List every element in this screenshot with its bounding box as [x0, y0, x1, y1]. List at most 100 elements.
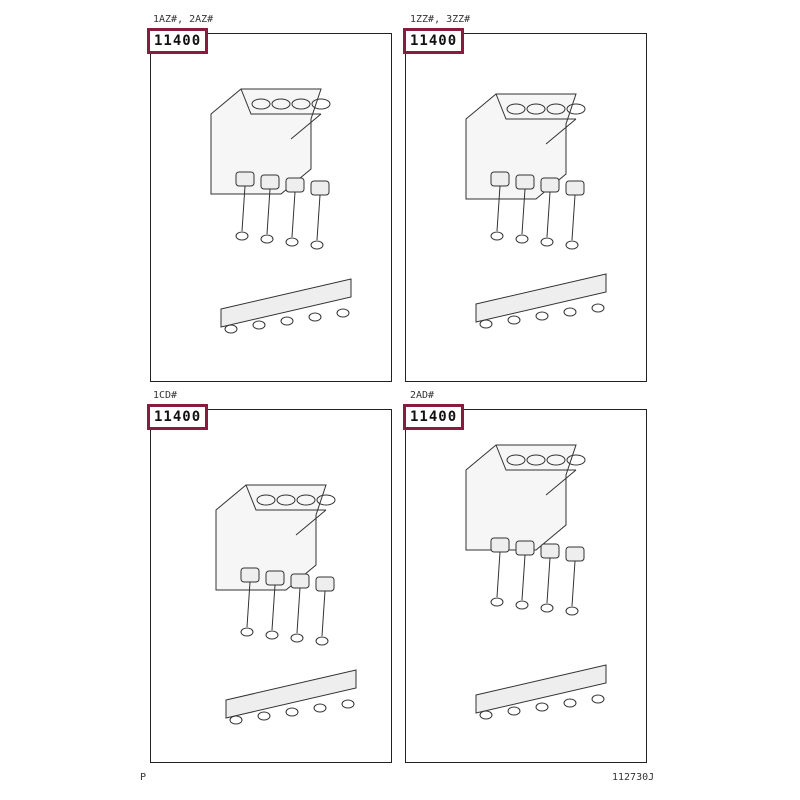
connecting-rod — [271, 584, 276, 631]
page-marker: P — [140, 772, 147, 783]
main-bearing — [280, 316, 294, 326]
rod-bearing — [515, 234, 529, 244]
piston — [515, 540, 535, 556]
piston — [490, 171, 510, 187]
piston — [285, 177, 305, 193]
connecting-rod — [266, 188, 271, 235]
rod-bearing — [285, 237, 299, 247]
main-bearing — [507, 706, 521, 716]
cylinder-bore — [271, 98, 291, 110]
crankshaft — [475, 273, 607, 323]
piston — [310, 180, 330, 196]
main-bearing — [257, 711, 271, 721]
main-bearing — [535, 311, 549, 321]
connecting-rod — [496, 551, 501, 598]
panel-1az-2az — [150, 33, 392, 382]
rod-bearing — [540, 603, 554, 613]
connecting-rod — [321, 590, 326, 637]
rod-bearing — [290, 633, 304, 643]
part-code-box[interactable]: 11400 — [403, 404, 465, 430]
engine-block-exploded-drawing — [465, 93, 607, 329]
panel-2ad — [405, 409, 647, 763]
rod-bearing — [490, 597, 504, 607]
engine-label: 2AD# — [410, 390, 435, 401]
cylinder-bore — [256, 494, 276, 506]
main-bearing — [341, 699, 355, 709]
piston — [240, 567, 260, 583]
piston — [540, 543, 560, 559]
main-bearing — [224, 324, 238, 334]
piston — [235, 171, 255, 187]
rod-bearing — [565, 240, 579, 250]
cylinder-block — [465, 444, 577, 551]
connecting-rod — [546, 191, 551, 238]
main-bearing — [229, 715, 243, 725]
main-bearing — [479, 710, 493, 720]
connecting-rod — [571, 194, 576, 241]
piston — [260, 174, 280, 190]
main-bearing — [336, 308, 350, 318]
engine-label: 1AZ#, 2AZ# — [153, 14, 214, 25]
crankshaft — [475, 664, 607, 714]
piston — [565, 180, 585, 196]
rod-bearing — [565, 606, 579, 616]
rod-bearing — [515, 600, 529, 610]
cylinder-bore — [506, 454, 526, 466]
rod-bearing — [260, 234, 274, 244]
connecting-rod — [496, 185, 501, 232]
connecting-rod — [241, 185, 246, 232]
cylinder-bore — [296, 494, 316, 506]
cylinder-bore — [566, 454, 586, 466]
cylinder-bore — [526, 454, 546, 466]
engine-block-exploded-drawing — [465, 444, 607, 720]
engine-block-exploded-drawing — [210, 88, 352, 334]
connecting-rod — [246, 581, 251, 628]
cylinder-block — [215, 484, 327, 591]
cylinder-bore — [316, 494, 336, 506]
main-bearing — [591, 303, 605, 313]
rod-bearing — [315, 636, 329, 646]
main-bearing — [563, 307, 577, 317]
main-bearing — [252, 320, 266, 330]
main-bearing — [479, 319, 493, 329]
connecting-rod — [316, 194, 321, 241]
connecting-rod — [521, 554, 526, 601]
panel-1cd — [150, 409, 392, 763]
connecting-rod — [571, 560, 576, 607]
main-bearing — [591, 694, 605, 704]
rod-bearing — [265, 630, 279, 640]
rod-bearing — [235, 231, 249, 241]
piston — [515, 174, 535, 190]
rod-bearing — [540, 237, 554, 247]
cylinder-bore — [526, 103, 546, 115]
piston — [490, 537, 510, 553]
main-bearing — [285, 707, 299, 717]
cylinder-bore — [506, 103, 526, 115]
crankshaft — [225, 669, 357, 719]
panel-1zz-3zz — [405, 33, 647, 382]
cylinder-bore — [251, 98, 271, 110]
main-bearing — [507, 315, 521, 325]
cylinder-bore — [291, 98, 311, 110]
part-code-box[interactable]: 11400 — [403, 28, 465, 54]
piston — [265, 570, 285, 586]
piston — [540, 177, 560, 193]
cylinder-bore — [311, 98, 331, 110]
cylinder-bore — [566, 103, 586, 115]
connecting-rod — [546, 557, 551, 604]
part-code-box[interactable]: 11400 — [147, 404, 209, 430]
engine-label: 1CD# — [153, 390, 178, 401]
part-code-box[interactable]: 11400 — [147, 28, 209, 54]
main-bearing — [563, 698, 577, 708]
rod-bearing — [490, 231, 504, 241]
main-bearing — [535, 702, 549, 712]
connecting-rod — [521, 188, 526, 235]
rod-bearing — [310, 240, 324, 250]
engine-label: 1ZZ#, 3ZZ# — [410, 14, 471, 25]
main-bearing — [313, 703, 327, 713]
cylinder-bore — [276, 494, 296, 506]
connecting-rod — [291, 191, 296, 238]
piston — [315, 576, 335, 592]
rod-bearing — [240, 627, 254, 637]
cylinder-bore — [546, 103, 566, 115]
